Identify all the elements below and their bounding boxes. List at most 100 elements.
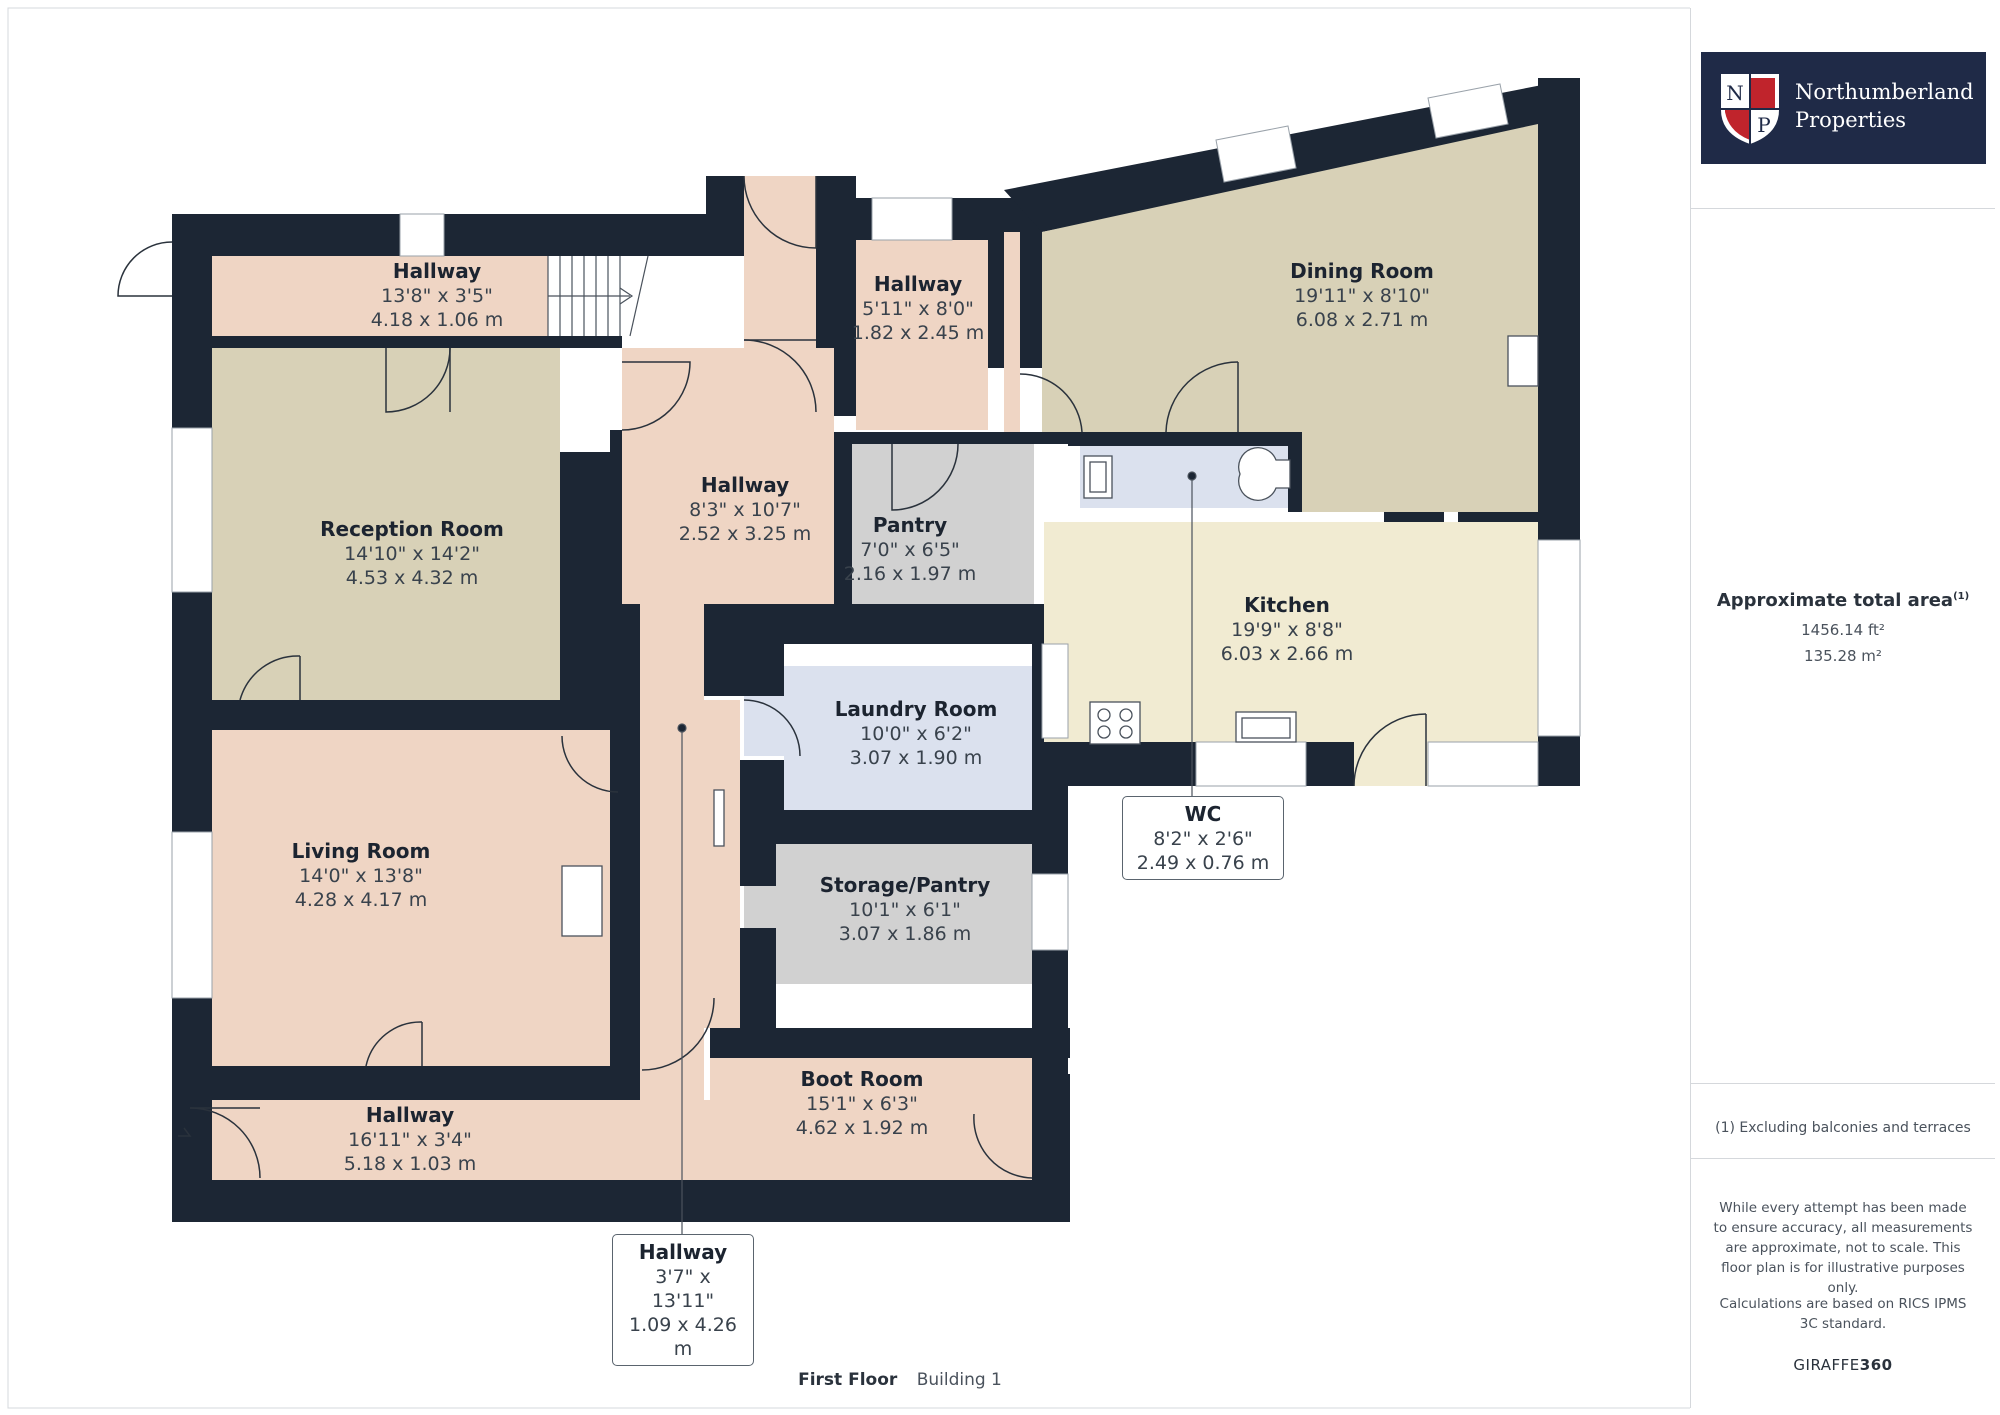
room-dims-metric: 3.07 x 1.90 m (849, 747, 983, 769)
room-label-laundry: Laundry Room 10'0" x 6'2" 3.07 x 1.90 m (816, 696, 1016, 770)
room-name: Boot Room (800, 1067, 924, 1091)
room-name: Hallway (638, 1240, 728, 1264)
fixtures (561, 335, 1539, 937)
room-name: Dining Room (1290, 259, 1434, 283)
logo-line-2: Properties (1795, 108, 1907, 132)
room-label-hallway-small: Hallway 5'11" x 8'0" 1.82 x 2.45 m (822, 271, 1014, 345)
total-area: Approximate total area(1) 1456.14 ft² 13… (1691, 590, 1995, 669)
room-label-hallway-mid: Hallway 8'3" x 10'7" 2.52 x 3.25 m (640, 472, 850, 546)
laundry-entry-fill (744, 696, 784, 756)
total-area-metric: 135.28 m² (1804, 647, 1882, 665)
building-name: Building 1 (916, 1370, 1002, 1390)
laundry-fill (784, 666, 1032, 810)
room-label-hallway-top: Hallway 13'8" x 3'5" 4.18 x 1.06 m (332, 258, 542, 332)
living-fill (212, 730, 610, 1066)
divider (1691, 208, 1995, 209)
room-name: WC (1184, 802, 1222, 826)
logo-monogram-left: N (1726, 81, 1744, 105)
storage-entry-fill (744, 886, 776, 928)
calculation-note: Calculations are based on RICS IPMS 3C s… (1719, 1296, 1967, 1332)
storage-fill (776, 844, 1032, 984)
footnote-mark: (1) (1953, 591, 1970, 602)
room-dims-imperial: 14'0" x 13'8" (299, 865, 423, 887)
room-dims-metric: 1.09 x 4.26 m (629, 1314, 737, 1360)
total-area-title: Approximate total area (1716, 590, 1954, 611)
kitchen-entry-fill (1354, 742, 1428, 786)
room-name: Hallway (700, 473, 790, 497)
room-dims-imperial: 10'0" x 6'2" (860, 723, 972, 745)
room-label-boot: Boot Room 15'1" x 6'3" 4.62 x 1.92 m (762, 1066, 962, 1140)
logo-wordmark: Northumberland Properties (1795, 78, 1974, 134)
room-dims-imperial: 10'1" x 6'1" (849, 899, 961, 921)
sheet-border (7, 7, 1690, 1409)
room-dims-imperial: 8'2" x 2'6" (1153, 828, 1253, 850)
room-dims-metric: 1.82 x 2.45 m (851, 322, 985, 344)
room-name: Living Room (291, 839, 431, 863)
circulation-fill (212, 176, 1032, 1180)
pantry-fill (852, 444, 1034, 604)
room-dims-metric: 6.03 x 2.66 m (1220, 643, 1354, 665)
callout-lines (677, 471, 1197, 1236)
room-label-kitchen: Kitchen 19'9" x 8'8" 6.03 x 2.66 m (1184, 592, 1390, 666)
room-dims-imperial: 5'11" x 8'0" (862, 298, 974, 320)
room-dims-imperial: 19'9" x 8'8" (1231, 619, 1343, 641)
room-name: Hallway (392, 259, 482, 283)
room-dims-metric: 2.52 x 3.25 m (678, 523, 812, 545)
room-name: Laundry Room (834, 697, 998, 721)
floor-caption: First Floor Building 1 (640, 1370, 1160, 1390)
room-dims-imperial: 19'11" x 8'10" (1294, 285, 1430, 307)
room-dims-metric: 4.53 x 4.32 m (345, 567, 479, 589)
logo-line-1: Northumberland (1795, 80, 1974, 104)
room-label-hallway-long: Hallway 3'7" x 13'11" 1.09 x 4.26 m (612, 1234, 754, 1366)
room-dims-imperial: 3'7" x 13'11" (651, 1266, 715, 1312)
info-sidebar: N P Northumberland Properties Approximat… (1690, 8, 1995, 1408)
room-name: Pantry (872, 513, 948, 537)
dining-fill (1042, 124, 1538, 512)
room-dims-metric: 2.49 x 0.76 m (1136, 852, 1270, 874)
room-name: Storage/Pantry (819, 873, 991, 897)
room-dims-imperial: 15'1" x 6'3" (806, 1093, 918, 1115)
giraffe360-brand: GIRAFFE360 (1691, 1356, 1995, 1374)
total-area-heading: Approximate total area(1) (1691, 590, 1995, 611)
room-dims-metric: 4.28 x 4.17 m (294, 889, 428, 911)
room-name: Reception Room (320, 517, 504, 541)
room-name: Hallway (365, 1103, 455, 1127)
room-label-dining: Dining Room 19'11" x 8'10" 6.08 x 2.71 m (1262, 258, 1462, 332)
divider (1691, 1083, 1995, 1084)
room-dims-metric: 4.18 x 1.06 m (370, 309, 504, 331)
room-dims-imperial: 14'10" x 14'2" (344, 543, 480, 565)
room-dims-imperial: 16'11" x 3'4" (348, 1129, 472, 1151)
room-dims-metric: 4.62 x 1.92 m (795, 1117, 929, 1139)
room-dims-imperial: 8'3" x 10'7" (689, 499, 801, 521)
room-name: Hallway (873, 272, 963, 296)
room-label-pantry: Pantry 7'0" x 6'5" 2.16 x 1.97 m (842, 512, 978, 586)
room-dims-metric: 3.07 x 1.86 m (838, 923, 972, 945)
room-name: Kitchen (1244, 593, 1330, 617)
footnote-excluding: (1) Excluding balconies and terraces (1715, 1120, 1971, 1136)
brand-part-2: 360 (1859, 1356, 1893, 1374)
room-dims-metric: 6.08 x 2.71 m (1295, 309, 1429, 331)
total-area-imperial: 1456.14 ft² (1801, 621, 1885, 639)
room-dims-metric: 2.16 x 1.97 m (843, 563, 977, 585)
divider (1691, 1158, 1995, 1159)
logo-monogram-right: P (1757, 113, 1770, 137)
disclaimer-text: While every attempt has been made to ens… (1713, 1200, 1973, 1296)
floor-level: First Floor (798, 1370, 898, 1390)
room-dims-imperial: 13'8" x 3'5" (381, 285, 493, 307)
brand-part-1: GIRAFFE (1793, 1356, 1860, 1374)
floor-plan (7, 7, 1690, 1409)
windows (171, 83, 1581, 999)
walls (172, 78, 1580, 1222)
doors (117, 175, 1427, 1179)
room-dims-imperial: 7'0" x 6'5" (860, 539, 960, 561)
room-label-reception: Reception Room 14'10" x 14'2" 4.53 x 4.3… (304, 516, 520, 590)
room-label-living: Living Room 14'0" x 13'8" 4.28 x 4.17 m (256, 838, 466, 912)
room-label-wc: WC 8'2" x 2'6" 2.49 x 0.76 m (1122, 796, 1284, 880)
shield-icon: N P (1721, 74, 1779, 144)
room-label-storage: Storage/Pantry 10'1" x 6'1" 3.07 x 1.86 … (800, 872, 1010, 946)
company-logo: N P Northumberland Properties (1701, 52, 1986, 164)
staircase (547, 255, 734, 337)
room-label-hallway-bottom: Hallway 16'11" x 3'4" 5.18 x 1.03 m (310, 1102, 510, 1176)
room-dims-metric: 5.18 x 1.03 m (343, 1153, 477, 1175)
